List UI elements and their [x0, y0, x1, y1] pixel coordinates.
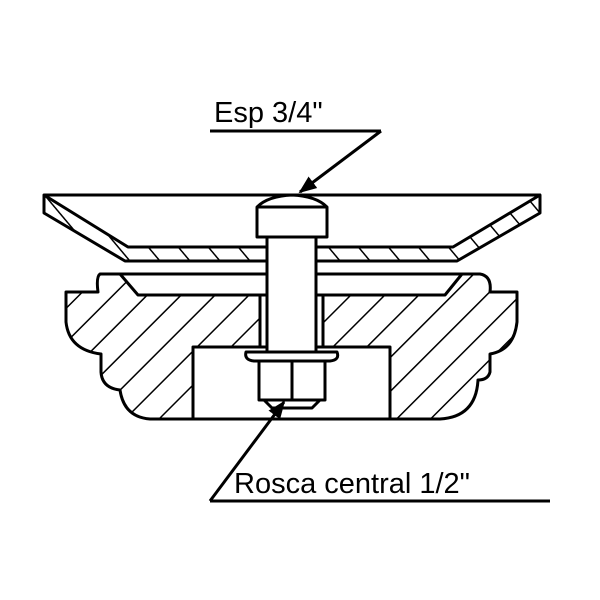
top-leader-arrow: [298, 129, 382, 194]
thickness-label: Esp 3/4": [214, 97, 323, 129]
bolt-head: [255, 193, 329, 239]
bottom-leader-arrow: [208, 400, 286, 502]
bolt-shank: [265, 233, 318, 355]
thread-label: Rosca central 1/2": [234, 468, 470, 500]
bolt-end: [262, 398, 322, 410]
washer: [244, 350, 340, 363]
